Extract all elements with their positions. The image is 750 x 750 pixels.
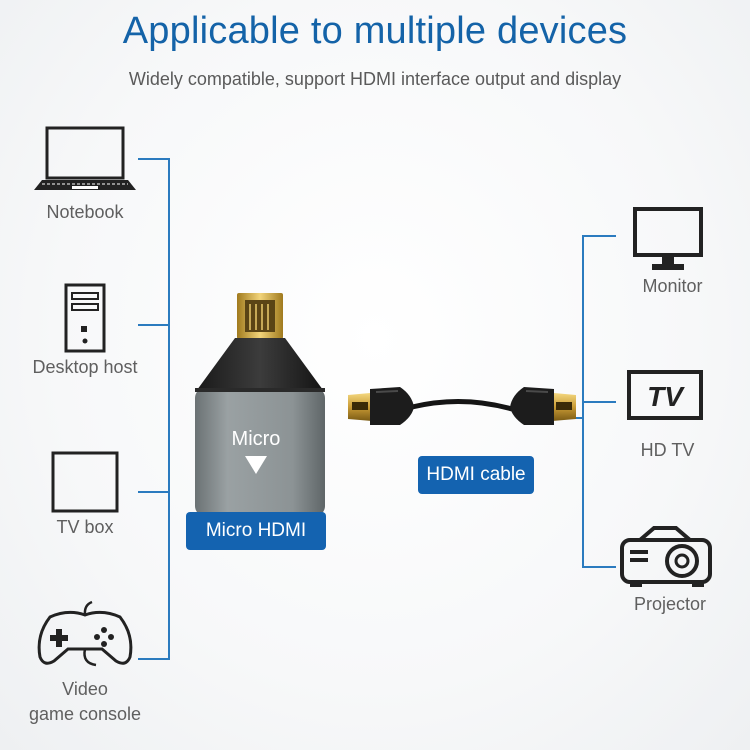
monitor-icon <box>633 207 703 270</box>
left-branch-tvbox <box>138 491 170 493</box>
device-label-notebook: Notebook <box>46 202 124 222</box>
adapter-body-text: Micro <box>232 428 281 450</box>
hdmi-cable-tag: HDMI cable <box>418 456 534 494</box>
left-branch-desktop <box>138 324 170 326</box>
projector-icon <box>620 526 712 587</box>
device-monitor: Monitor <box>615 206 730 301</box>
device-notebook: Notebook <box>30 125 140 225</box>
hdmi-cable <box>342 375 582 435</box>
left-branch-notebook <box>138 158 170 160</box>
device-label-hdtv: HD TV <box>640 440 695 460</box>
tv-box-icon <box>51 451 119 513</box>
device-label-monitor: Monitor <box>642 276 703 296</box>
page-title: Applicable to multiple devices <box>122 10 628 52</box>
device-label-projector: Projector <box>633 594 707 614</box>
laptop-icon <box>34 126 136 190</box>
device-tvbox: TV box <box>30 450 140 540</box>
page-subtitle: Widely compatible, support HDMI interfac… <box>128 69 622 89</box>
device-projector: Projector <box>610 524 730 619</box>
left-vertical-line <box>168 158 170 660</box>
device-hdtv: TV HD TV <box>615 370 720 465</box>
device-label-desktop: Desktop host <box>32 357 138 377</box>
device-label-console: Video game console <box>28 679 142 724</box>
right-branch-hdtv <box>582 401 616 403</box>
tv-icon: TV <box>627 370 703 420</box>
device-desktop: Desktop host <box>18 283 152 383</box>
device-label-tvbox: TV box <box>56 517 114 537</box>
desktop-tower-icon <box>64 283 106 353</box>
device-console: Video game console <box>18 600 152 730</box>
right-branch-projector <box>582 566 616 568</box>
micro-hdmi-adapter: Micro <box>185 290 335 520</box>
right-branch-monitor <box>582 235 616 237</box>
gamepad-icon <box>37 600 133 667</box>
left-branch-console <box>138 658 170 660</box>
tv-icon-text: TV <box>647 381 685 412</box>
micro-hdmi-tag: Micro HDMI <box>186 512 326 550</box>
